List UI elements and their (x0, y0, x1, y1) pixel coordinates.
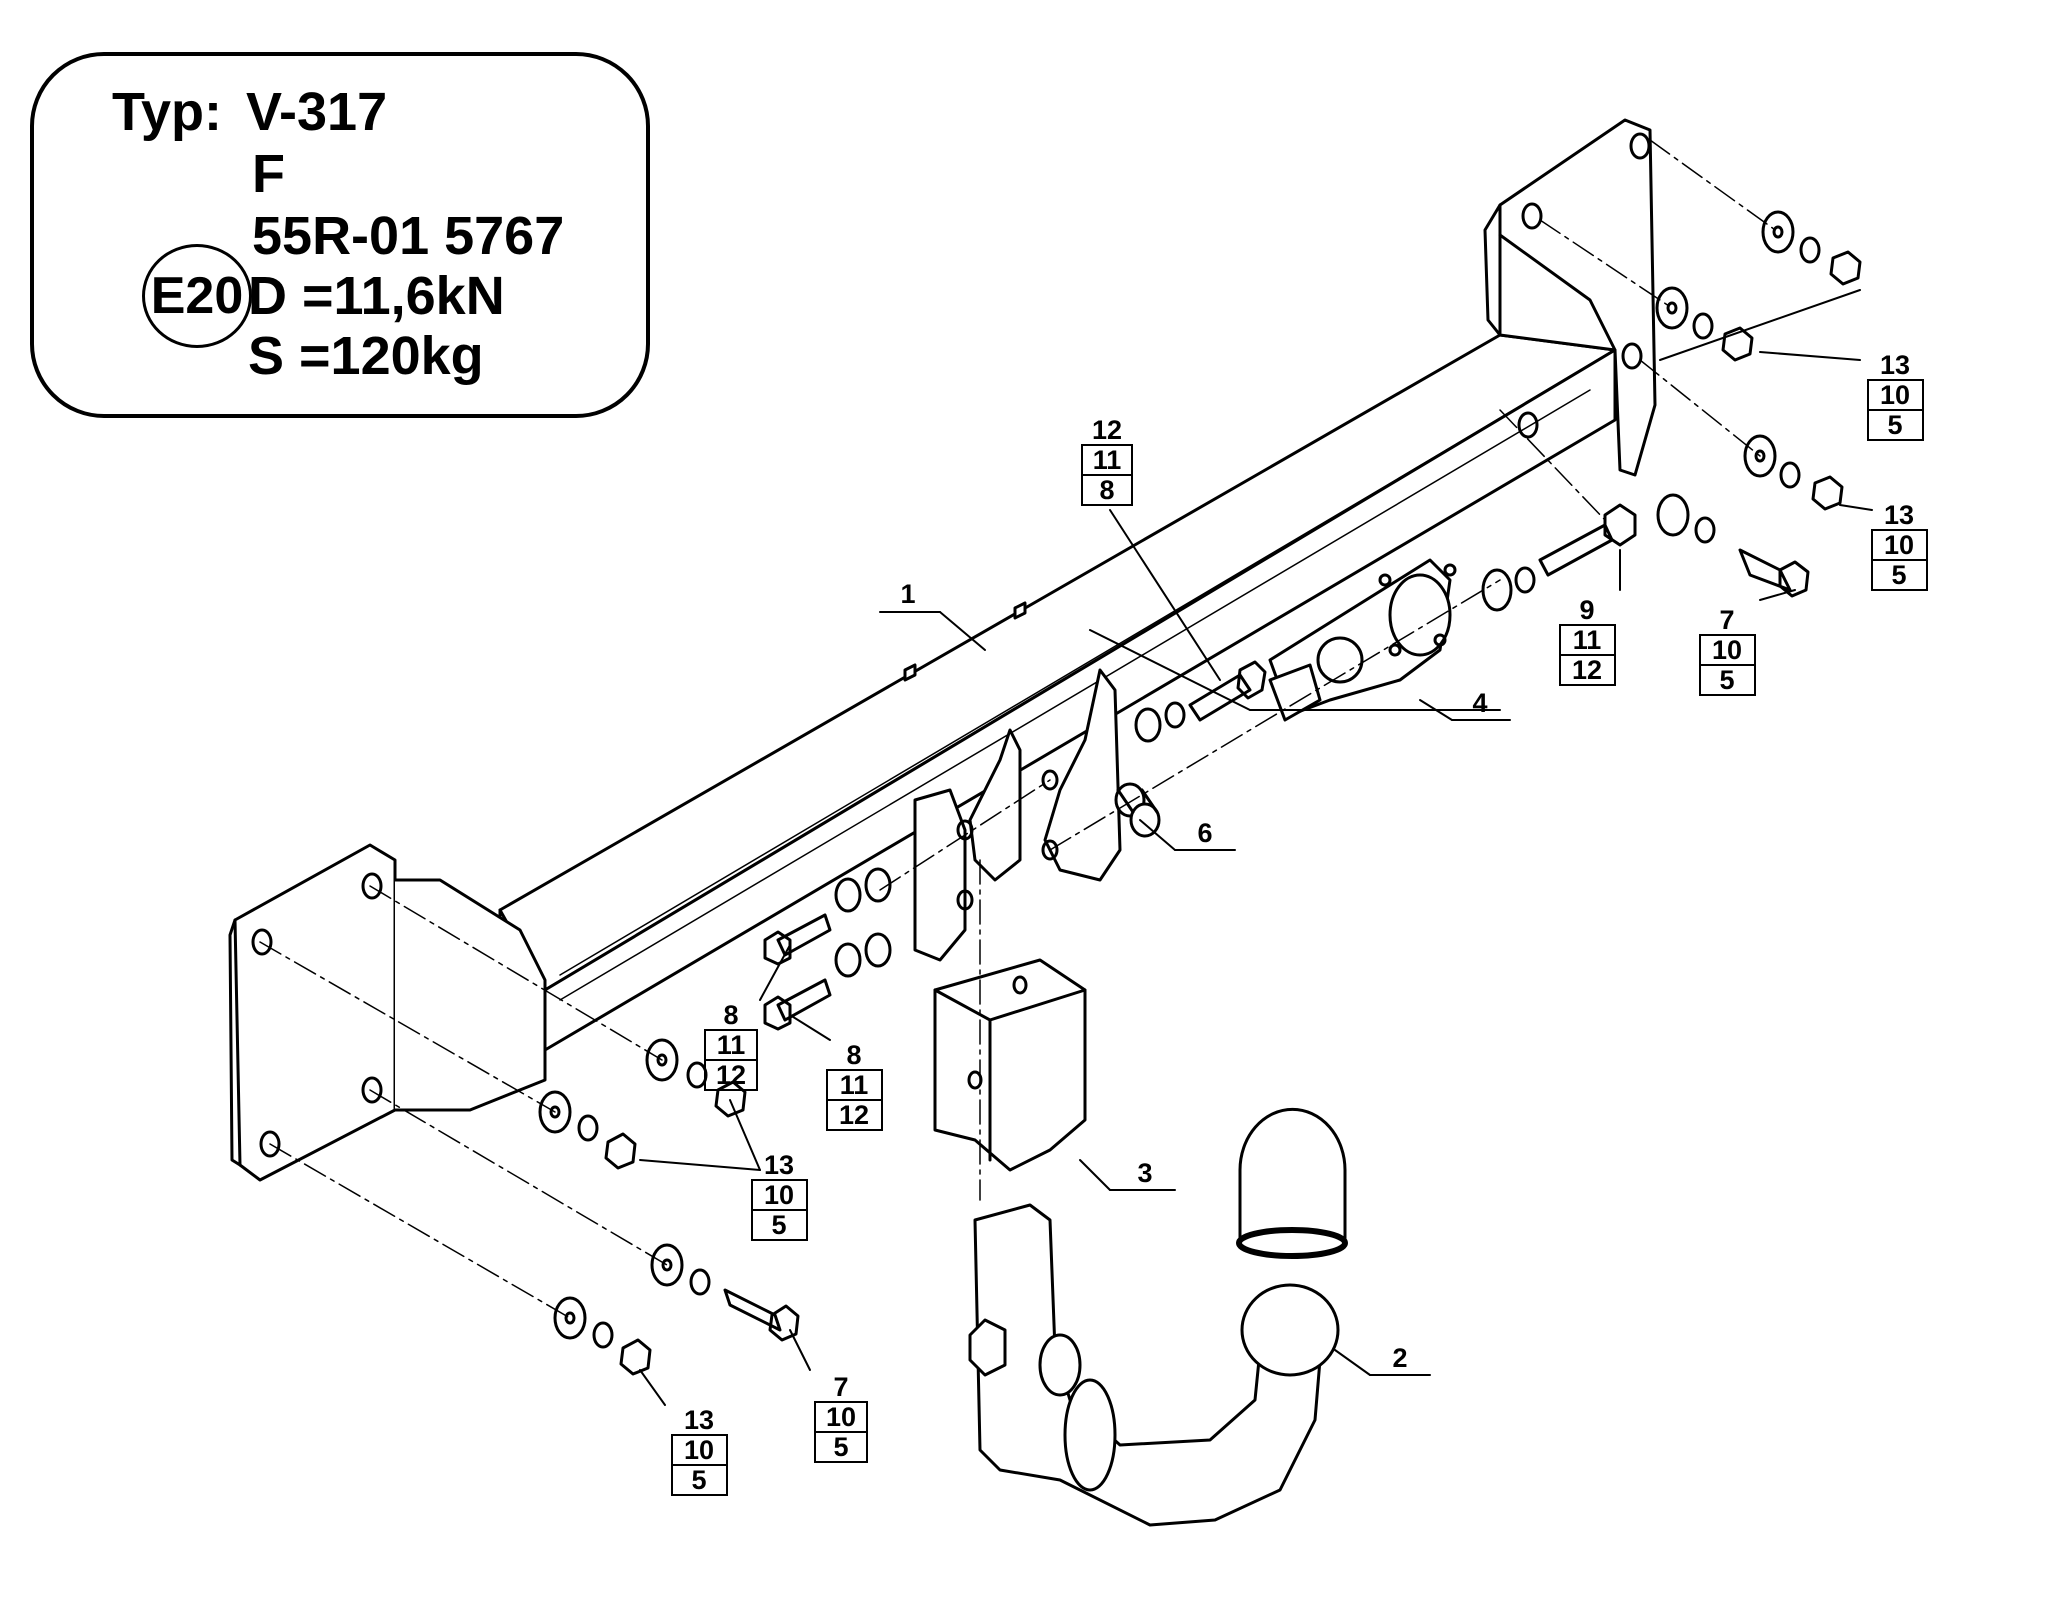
approval-mark: E20 (150, 267, 244, 325)
stack-g: 8 11 12 (827, 1040, 882, 1130)
stack-i: 13 10 5 (672, 1405, 727, 1495)
svg-text:8: 8 (1099, 475, 1114, 505)
svg-text:12: 12 (1092, 415, 1122, 445)
svg-text:7: 7 (833, 1372, 848, 1402)
svg-text:5: 5 (1719, 665, 1734, 695)
svg-text:5: 5 (691, 1465, 706, 1495)
type-info-box: Typ: V-317 F E20 55R-01 5767 D =11,6kN S… (30, 52, 650, 418)
svg-text:8: 8 (723, 1000, 738, 1030)
svg-text:10: 10 (1884, 530, 1914, 560)
typ-value: V-317 (246, 82, 388, 142)
svg-text:11: 11 (1573, 625, 1602, 655)
svg-text:12: 12 (1572, 655, 1602, 685)
svg-text:12: 12 (839, 1100, 869, 1130)
svg-text:12: 12 (716, 1060, 746, 1090)
s-value: S =120kg (248, 326, 484, 386)
crossbar (500, 335, 1615, 1050)
svg-text:9: 9 (1579, 595, 1594, 625)
stack-e: 7 10 5 (1700, 605, 1755, 695)
svg-text:13: 13 (1884, 500, 1914, 530)
callout-4: 4 (1472, 688, 1487, 718)
svg-text:11: 11 (717, 1030, 746, 1060)
callout-2: 2 (1392, 1343, 1407, 1373)
stack-b: 13 10 5 (1868, 350, 1923, 440)
d-value: D =11,6kN (248, 266, 505, 326)
leader-lines (640, 290, 1872, 1405)
spacer (1116, 784, 1159, 836)
svg-text:5: 5 (771, 1210, 786, 1240)
variant-value: F (252, 144, 285, 204)
svg-text:5: 5 (833, 1432, 848, 1462)
stack-h: 13 10 5 (752, 1150, 807, 1240)
assembly-axes (260, 140, 1778, 1318)
svg-text:10: 10 (1880, 380, 1910, 410)
center-brackets (915, 670, 1120, 960)
svg-text:5: 5 (1891, 560, 1906, 590)
callout-1: 1 (900, 579, 915, 609)
approval-mark-badge: E20 (142, 244, 252, 348)
ball-cap (1239, 1109, 1345, 1256)
hitch-bracket (935, 960, 1085, 1170)
right-mounting-plate (1485, 120, 1655, 475)
svg-text:8: 8 (846, 1040, 861, 1070)
stack-f: 8 11 12 (705, 1000, 757, 1090)
socket-plate (1270, 560, 1455, 720)
svg-text:10: 10 (826, 1402, 856, 1432)
svg-text:10: 10 (1712, 635, 1742, 665)
stack-d: 9 11 12 (1560, 595, 1615, 685)
svg-text:13: 13 (764, 1150, 794, 1180)
approval-number: 55R-01 5767 (252, 206, 565, 266)
svg-text:11: 11 (1093, 445, 1122, 475)
typ-label: Typ: (112, 82, 222, 142)
stack-a: 12 11 8 (1082, 415, 1132, 505)
stack-j: 7 10 5 (815, 1372, 867, 1462)
fasteners (540, 212, 1860, 1374)
svg-text:7: 7 (1719, 605, 1734, 635)
stack-c: 13 10 5 (1872, 500, 1927, 590)
callout-labels: 1 2 3 4 6 (900, 579, 1487, 1373)
svg-text:13: 13 (684, 1405, 714, 1435)
callout-3: 3 (1137, 1158, 1152, 1188)
svg-text:10: 10 (684, 1435, 714, 1465)
svg-text:5: 5 (1887, 410, 1902, 440)
left-mounting-plate (230, 845, 545, 1180)
callout-stacks: 12 11 8 13 10 5 13 10 5 9 11 12 (672, 350, 1927, 1495)
svg-text:10: 10 (764, 1180, 794, 1210)
ball-neck (970, 1205, 1338, 1525)
svg-text:11: 11 (840, 1070, 869, 1100)
callout-6: 6 (1197, 818, 1212, 848)
svg-text:13: 13 (1880, 350, 1910, 380)
